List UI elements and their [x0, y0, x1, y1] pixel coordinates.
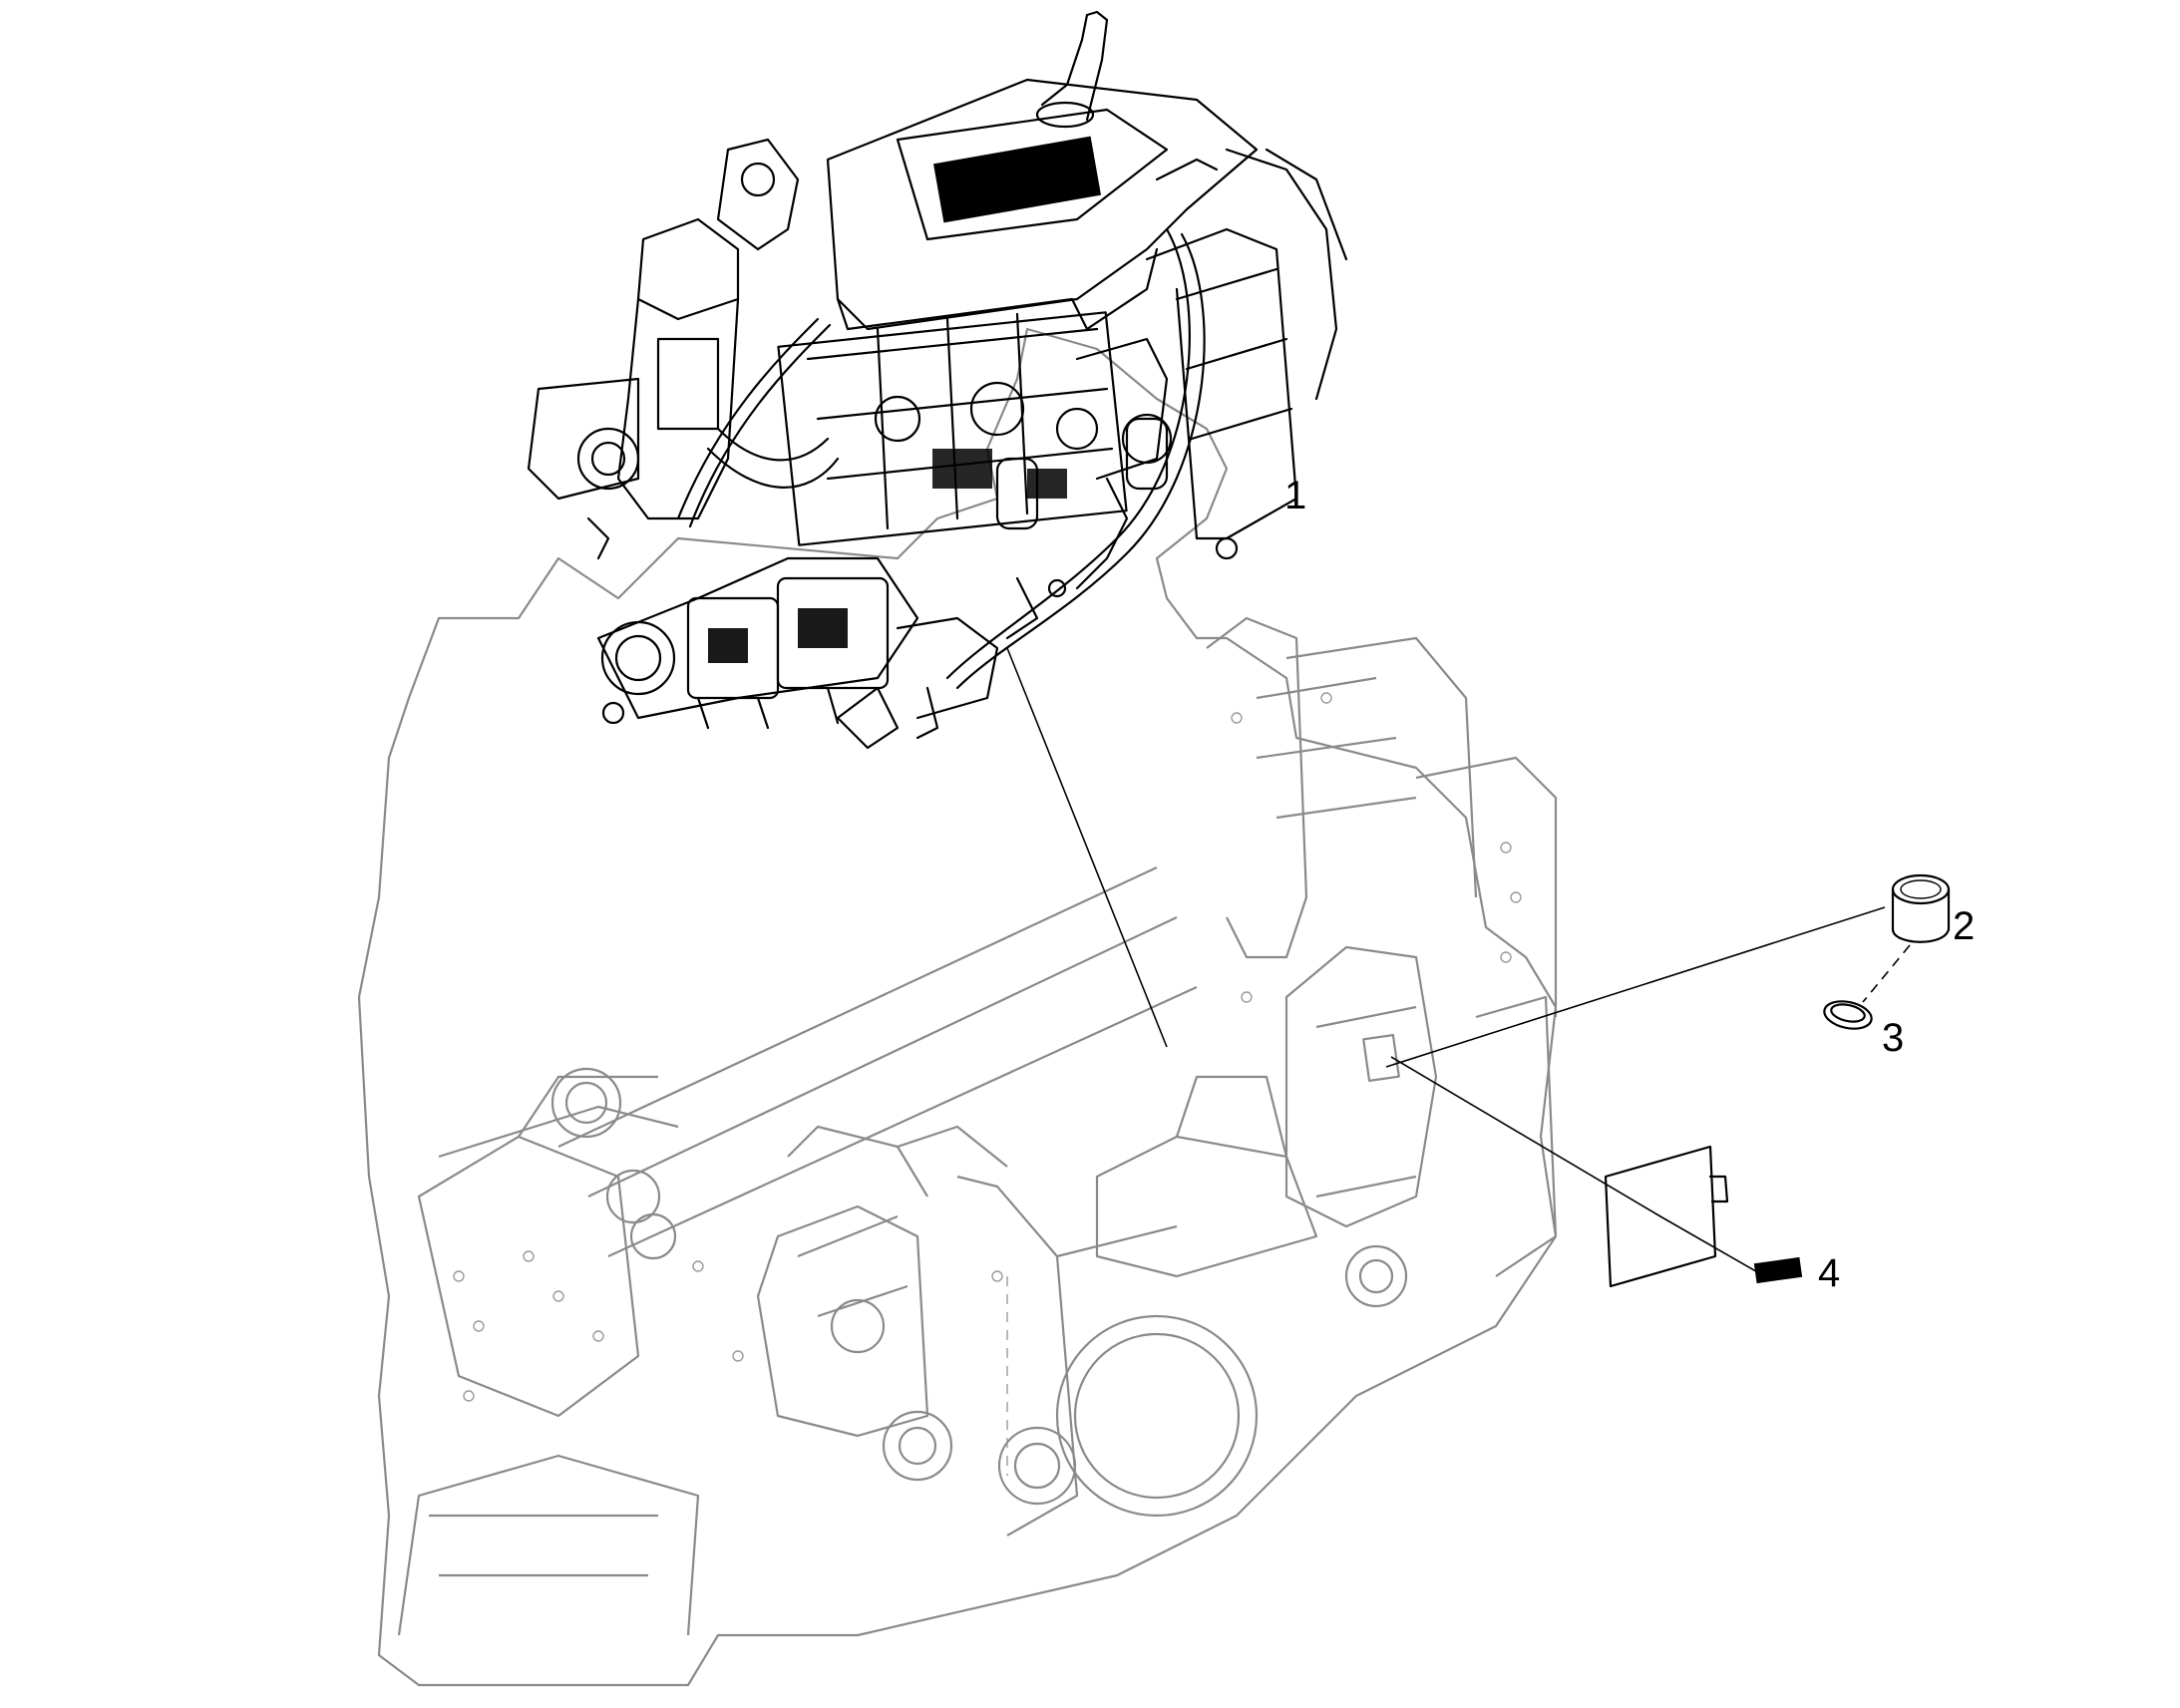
callouts: 1 2 3 4 [1284, 474, 1975, 1295]
callout-3: 3 [1882, 1016, 1904, 1060]
part-2-cap [1891, 873, 1951, 943]
callout-2: 2 [1953, 904, 1975, 948]
part-3-seal-ring [1823, 1000, 1873, 1030]
leader-lines [1006, 647, 1911, 1275]
part-4-label [1604, 1145, 1803, 1288]
callout-1: 1 [1284, 474, 1306, 517]
machine-frame [357, 327, 1558, 1687]
callout-4: 4 [1818, 1251, 1840, 1295]
engine-assembly [527, 10, 1348, 750]
